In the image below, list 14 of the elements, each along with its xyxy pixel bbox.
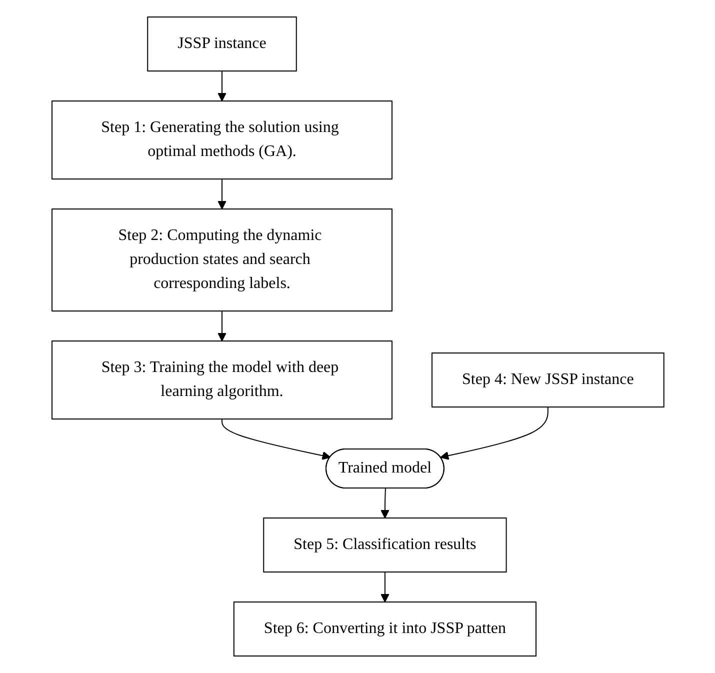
arrow [217, 178, 226, 210]
arrow [380, 572, 389, 602]
node-box: JSSP instance [146, 16, 296, 72]
node-box: Step 2: Computing the dynamic production states and search corresponding labels. [51, 208, 392, 312]
node-box: Step 6: Converting it into JSSP patten [232, 602, 536, 656]
arrow [217, 70, 226, 102]
arrow [380, 488, 389, 518]
node-box: Step 5: Classification results [262, 518, 506, 572]
node-box: Step 4: New JSSP instance [431, 352, 664, 408]
node-box: Step 3: Training the model with deep learning algorithm. [51, 340, 392, 420]
arrow [221, 418, 330, 460]
arrow [217, 310, 226, 342]
node-box: Step 1: Generating the solution using optimal methods (GA). [51, 100, 392, 180]
arrow [440, 406, 548, 460]
